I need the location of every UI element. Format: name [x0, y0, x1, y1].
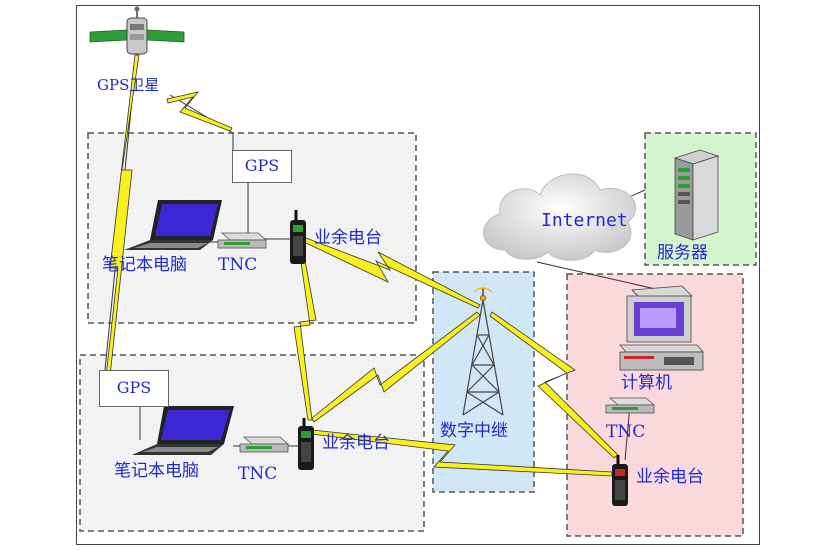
- laptop-icon: [124, 200, 222, 250]
- lightning-sat-gps: [166, 91, 233, 132]
- desktop-computer-icon: [619, 285, 704, 371]
- lightning-radio-relay: [303, 237, 481, 309]
- region-digital-relay: [432, 271, 535, 493]
- laptop-label-top: 笔记本电脑: [102, 255, 187, 275]
- radio-links: [103, 54, 619, 477]
- radio-label-top: 业余电台: [314, 228, 382, 248]
- tnc-label-right: TNC: [606, 422, 646, 442]
- diagram-frame: [76, 5, 760, 545]
- server-tower-icon: [673, 149, 720, 241]
- tnc-label-bottom: TNC: [238, 464, 278, 484]
- server-label: 服务器: [657, 243, 708, 263]
- tnc-label-top: TNC: [218, 255, 258, 275]
- gps-satellite-label: GPS卫星: [97, 76, 160, 94]
- computer-label: 计算机: [621, 373, 672, 393]
- radio-label-bottom: 业余电台: [322, 433, 390, 453]
- satellite-icon: [89, 6, 185, 55]
- gps-box-top: GPS: [232, 150, 292, 183]
- relay-tower-icon: [462, 287, 504, 416]
- handheld-radio-icon: [612, 455, 628, 506]
- tnc-modem-icon: [217, 232, 268, 249]
- lightning-relay-computer: [489, 311, 619, 459]
- radio-label-right: 业余电台: [636, 467, 704, 487]
- gps-box-bottom: GPS: [99, 370, 169, 407]
- cloud-icon: [483, 173, 636, 261]
- lightning-radio-radio: [293, 254, 317, 421]
- tnc-modem-icon: [239, 436, 290, 453]
- tnc-modem-icon: [605, 397, 656, 414]
- laptop-label-bottom: 笔记本电脑: [114, 461, 199, 481]
- laptop-icon: [132, 406, 234, 455]
- handheld-radio-icon: [298, 418, 314, 470]
- digital-relay-label: 数字中继: [440, 421, 508, 441]
- handheld-radio-icon: [290, 210, 306, 264]
- internet-label: Internet: [541, 210, 628, 231]
